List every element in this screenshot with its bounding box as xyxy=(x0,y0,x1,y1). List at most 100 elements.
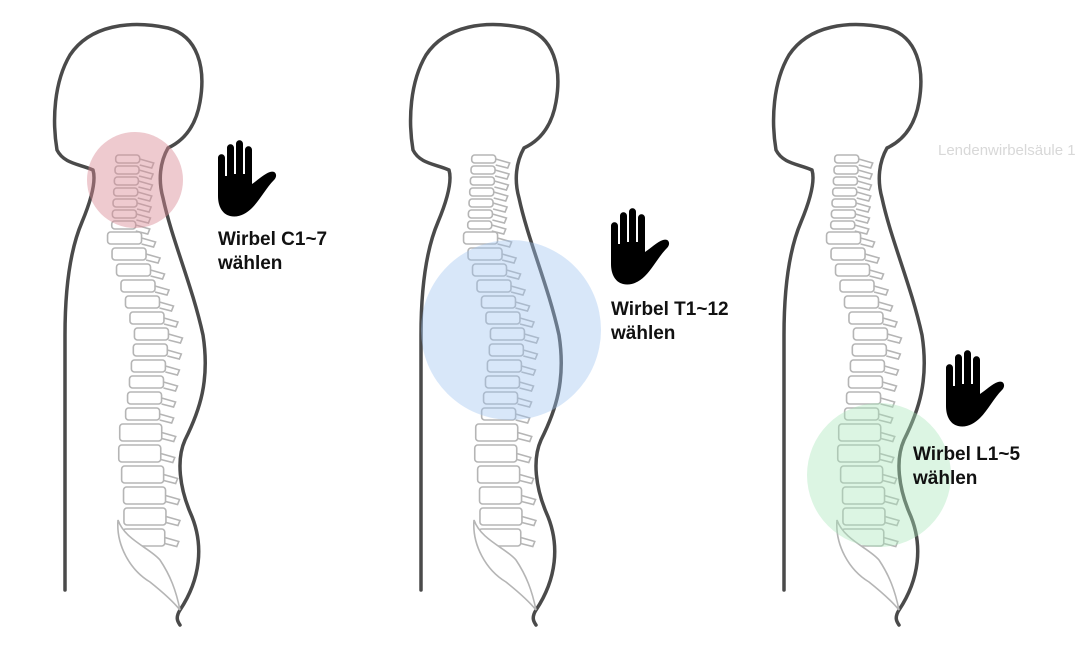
vertebra xyxy=(123,507,167,526)
vertebra xyxy=(480,295,517,309)
spinous-process xyxy=(139,158,155,169)
vertebra xyxy=(118,423,163,442)
spinous-process xyxy=(164,536,180,548)
vertebra xyxy=(830,209,857,219)
spinous-process xyxy=(141,237,157,248)
region-highlight[interactable] xyxy=(87,132,183,228)
vertebra xyxy=(484,375,521,389)
spinous-process xyxy=(163,381,179,392)
spinous-process xyxy=(520,536,536,548)
spinous-process xyxy=(523,349,539,360)
vertebra xyxy=(470,154,497,164)
vertebra xyxy=(837,423,882,442)
vertebra xyxy=(833,154,860,164)
figure-group xyxy=(408,22,601,627)
panel-lumbar: Wirbel L1~5 wählen xyxy=(706,0,1059,650)
spinous-process xyxy=(167,349,183,360)
select-cervical-label-line1: Wirbel C1~7 xyxy=(218,229,328,250)
spinous-process xyxy=(493,191,509,202)
vertebra xyxy=(128,375,165,389)
vertebra xyxy=(130,359,167,373)
vertebra xyxy=(479,507,523,526)
spinous-process xyxy=(494,169,511,180)
vertebra xyxy=(469,176,496,186)
vertebra xyxy=(831,187,858,197)
spinous-process xyxy=(154,285,171,296)
spinous-process xyxy=(150,269,166,280)
select-lumbar-label[interactable]: Wirbel L1~5 wählen xyxy=(913,443,1020,491)
region-highlight[interactable] xyxy=(807,403,951,547)
spinous-process xyxy=(521,365,537,376)
vertebra xyxy=(111,247,147,261)
vertebra xyxy=(843,295,880,309)
body-silhouette xyxy=(771,22,951,627)
vertebra xyxy=(845,391,882,405)
select-lumbar-label-line1: Wirbel L1~5 xyxy=(913,444,1021,465)
hand-icon[interactable] xyxy=(210,140,280,220)
spinous-process xyxy=(497,237,513,248)
body-silhouette xyxy=(52,22,207,627)
select-thoracic-label-line2: wählen xyxy=(611,323,676,344)
vertebra xyxy=(834,263,871,277)
spinous-process xyxy=(161,397,177,408)
vertebra xyxy=(129,311,165,325)
figure-group xyxy=(52,22,207,627)
spinous-process xyxy=(857,180,873,191)
spinous-process xyxy=(163,473,179,485)
spinous-process xyxy=(884,365,900,376)
body-outline xyxy=(408,22,563,627)
spinous-process xyxy=(882,317,899,328)
spinous-process xyxy=(519,317,536,328)
vertebra xyxy=(120,279,156,293)
spinous-process xyxy=(521,515,538,527)
spinous-process xyxy=(165,494,181,506)
vertebra xyxy=(124,407,161,421)
vertebra xyxy=(468,187,495,197)
vertebra xyxy=(467,209,494,219)
spinous-process xyxy=(159,413,175,424)
hand-icon[interactable] xyxy=(603,208,673,288)
select-thoracic-label-line1: Wirbel T1~12 xyxy=(611,299,729,320)
spinous-process xyxy=(880,397,896,408)
vertebra xyxy=(473,444,518,463)
region-highlight[interactable] xyxy=(421,240,601,420)
spinous-process xyxy=(855,202,872,213)
hand-icon-graphic xyxy=(611,208,670,285)
vertebra xyxy=(132,343,169,357)
spinous-process xyxy=(515,301,531,312)
vertebra xyxy=(831,198,857,208)
select-cervical-label[interactable]: Wirbel C1~7 wählen xyxy=(218,228,327,276)
vertebra xyxy=(833,165,859,175)
spinous-process xyxy=(163,317,180,328)
spine xyxy=(825,154,903,611)
spinous-process xyxy=(165,365,181,376)
spinous-process xyxy=(864,253,881,264)
spinous-process xyxy=(856,191,872,202)
spinous-process xyxy=(855,213,871,224)
vertebra xyxy=(122,486,167,505)
faded-region-label: Lendenwirbelsäule 1 xyxy=(938,142,1076,159)
spinous-process xyxy=(491,224,507,235)
spine xyxy=(462,154,540,611)
vertebra xyxy=(852,327,889,341)
vertebra xyxy=(120,465,165,484)
panel-cervical: Wirbel C1~7 wählen xyxy=(0,0,353,650)
vertebra xyxy=(110,220,137,230)
vertebra xyxy=(117,444,162,463)
spinous-process xyxy=(159,301,175,312)
spinous-process xyxy=(878,301,894,312)
spinous-process xyxy=(161,431,177,443)
body-outline xyxy=(52,22,207,627)
spinous-process xyxy=(495,158,511,169)
spinous-process xyxy=(501,253,518,264)
vertebra xyxy=(849,359,886,373)
spinous-process xyxy=(494,180,510,191)
vertebra xyxy=(468,198,494,208)
spinous-process xyxy=(887,333,903,344)
spinous-process xyxy=(878,413,894,424)
hand-icon[interactable] xyxy=(938,350,1008,430)
spinous-process xyxy=(869,269,885,280)
hand-icon-graphic xyxy=(946,350,1005,427)
spinous-process xyxy=(882,381,898,392)
select-thoracic-label[interactable]: Wirbel T1~12 wählen xyxy=(611,298,729,346)
